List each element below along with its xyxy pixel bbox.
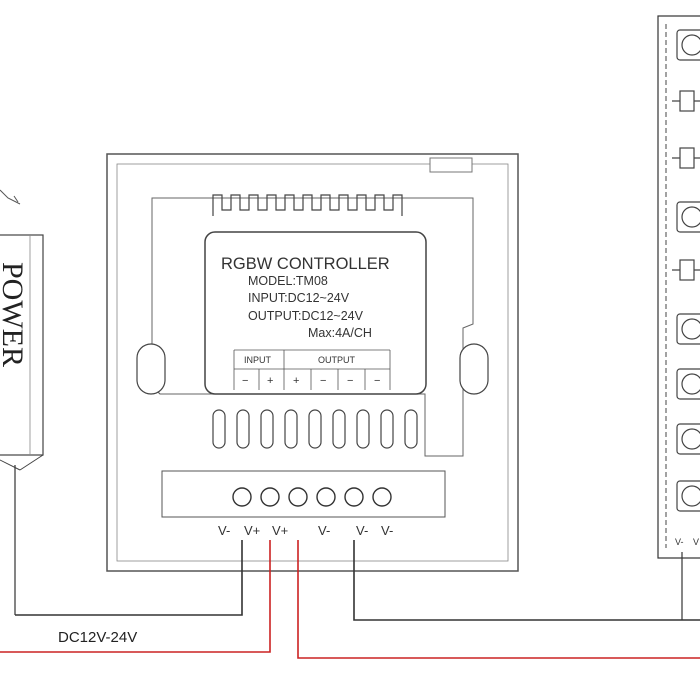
terminal-label-1: V- (218, 523, 230, 538)
wire-output-positive (297, 540, 700, 659)
supply-voltage-label: DC12V-24V (58, 629, 137, 646)
led-chips (676, 29, 700, 512)
mount-hole-left (136, 343, 166, 395)
header-output: OUTPUT (318, 355, 356, 365)
power-supply: POWER (0, 189, 44, 615)
strip-label-1: V- (675, 537, 684, 547)
controller-title: RGBW CONTROLLER (221, 255, 390, 273)
input-sign-2: + (267, 375, 273, 387)
resistors (672, 90, 700, 281)
terminal-label-2: V+ (244, 523, 260, 538)
wire-supply-positive (0, 540, 271, 653)
output-sign-2: − (320, 375, 326, 387)
label-plate (204, 231, 427, 395)
controller-model: MODEL:TM08 (248, 274, 328, 288)
vent-slots (212, 409, 418, 449)
strip-label-2: V (693, 537, 699, 547)
output-sign-4: − (374, 375, 380, 387)
comb-teeth (212, 194, 403, 216)
output-sign-3: − (347, 375, 353, 387)
terminal-label-6: V- (381, 523, 393, 538)
mount-hole-right (459, 343, 489, 395)
terminal-label-4: V- (318, 523, 330, 538)
controller-input-spec: INPUT:DC12~24V (248, 291, 350, 305)
controller-max-current: Max:4A/CH (308, 326, 372, 340)
led-strip: V- V (657, 15, 700, 559)
terminal-table (233, 349, 391, 390)
wire-supply-negative (15, 540, 243, 616)
output-sign-1: + (293, 375, 299, 387)
terminal-screws (232, 487, 392, 507)
controller-output-spec: OUTPUT:DC12~24V (248, 309, 364, 323)
terminal-label-3: V+ (272, 523, 288, 538)
wire-output-negative (353, 540, 700, 621)
header-input: INPUT (244, 355, 272, 365)
controller-panel: RGBW CONTROLLER MODEL:TM08 INPUT:DC12~24… (106, 153, 519, 572)
wires (0, 540, 700, 659)
input-sign-1: − (242, 375, 248, 387)
terminal-label-5: V- (356, 523, 368, 538)
power-label: POWER (0, 262, 29, 367)
